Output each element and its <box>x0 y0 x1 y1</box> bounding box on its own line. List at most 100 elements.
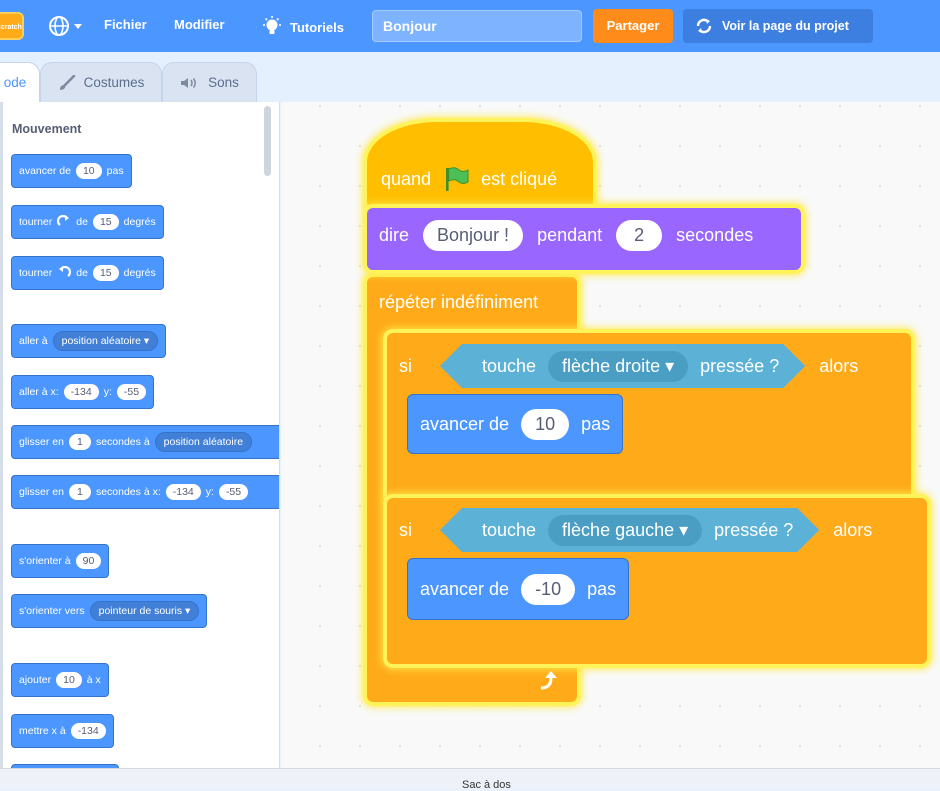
see-project-label: Voir la page du projet <box>722 19 849 33</box>
block-text: glisser en <box>19 486 64 498</box>
say-content: dire Bonjour ! pendant 2 secondes <box>379 220 753 251</box>
block-text: y: <box>103 386 112 398</box>
block-text: de <box>76 216 88 228</box>
tutorials-label: Tutoriels <box>290 19 344 35</box>
share-button[interactable]: Partager <box>593 9 673 43</box>
key-label: touche <box>482 519 537 540</box>
block-dropdown[interactable]: pointeur de souris ▾ <box>89 601 200 621</box>
hat-block[interactable] <box>367 122 593 208</box>
palette-scrollbar[interactable] <box>264 106 271 176</box>
see-project-page-button[interactable]: Voir la page du projet <box>683 9 873 43</box>
block-input[interactable]: 10 <box>56 672 82 688</box>
block-input[interactable]: 90 <box>75 553 102 569</box>
say-during-label: pendant <box>537 225 603 245</box>
block-text: degrés <box>123 267 156 279</box>
block-text: ajouter <box>19 674 52 686</box>
block-text: de <box>76 267 88 279</box>
block-input[interactable]: -134 <box>63 384 99 400</box>
key-dropdown[interactable]: flèche droite ▾ <box>548 351 688 382</box>
move-block-left[interactable]: avancer de -10 pas <box>407 558 630 620</box>
speaker-icon <box>181 77 197 88</box>
say-seconds-input[interactable]: 2 <box>616 220 663 251</box>
if1-header: si touche flèche droite ▾ pressée ? alor… <box>399 344 858 388</box>
block-text: s'orienter vers <box>19 605 85 617</box>
block-dropdown[interactable]: position aléatoire ▾ <box>52 331 159 351</box>
block-input[interactable]: -55 <box>218 484 249 500</box>
tab-code-label: ode <box>3 75 27 90</box>
block-set-x[interactable]: mettre x à -134 <box>11 714 114 748</box>
rotate-left-icon <box>59 266 72 277</box>
language-menu[interactable] <box>48 15 86 37</box>
key-dropdown[interactable]: flèche gauche ▾ <box>548 515 702 546</box>
block-text: secondes à <box>95 436 150 448</box>
tab-costumes-label: Costumes <box>83 75 145 90</box>
brush-icon <box>59 74 75 90</box>
block-point-direction[interactable]: s'orienter à 90 <box>11 544 110 578</box>
block-input[interactable]: 1 <box>68 434 91 450</box>
block-glide-xy[interactable]: glisser en 1 secondes à x: -134 y: -55 <box>11 475 279 509</box>
edit-menu[interactable]: Modifier <box>174 17 225 32</box>
say-message-input[interactable]: Bonjour ! <box>423 220 524 251</box>
block-dropdown[interactable]: position aléatoire <box>154 432 253 452</box>
block-input[interactable]: 1 <box>68 484 91 500</box>
block-input[interactable]: -55 <box>116 384 147 400</box>
if2-label: si <box>399 519 412 540</box>
move-block-right[interactable]: avancer de 10 pas <box>407 394 624 454</box>
block-text: mettre x à <box>19 725 66 737</box>
file-menu[interactable]: Fichier <box>104 17 147 32</box>
tab-sounds[interactable]: Sons <box>162 62 257 102</box>
block-turn-right[interactable]: tourner de 15 degrés <box>11 205 164 239</box>
code-workspace[interactable]: quand est cliqué dire Bonjour ! pendant … <box>281 102 940 768</box>
menu-bar: Scratch Fichier Modifier Tutoriels Bonjo… <box>0 0 940 52</box>
tab-sounds-label: Sons <box>208 75 239 90</box>
hat-clicked-text: est cliqué <box>481 168 558 189</box>
block-goto-xy[interactable]: aller à x: -134 y: -55 <box>11 375 155 409</box>
block-text: glisser en <box>19 436 64 448</box>
category-strip <box>0 102 3 768</box>
chevron-down-icon <box>74 24 82 29</box>
tutorials-button[interactable]: Tutoriels <box>262 14 344 40</box>
block-turn-left[interactable]: tourner de 15 degrés <box>11 256 164 290</box>
scratch-logo[interactable]: Scratch <box>0 12 24 40</box>
backpack-bar[interactable]: Sac à dos <box>0 768 940 791</box>
lightbulb-icon <box>263 16 281 34</box>
block-text: y: <box>205 486 214 498</box>
block-text: aller à x: <box>19 386 59 398</box>
move-steps-input[interactable]: -10 <box>521 573 576 605</box>
green-flag-icon <box>446 167 469 191</box>
forever-label: répéter indéfiniment <box>379 292 539 312</box>
block-text: pas <box>106 165 124 177</box>
move-unit: pas <box>581 413 611 434</box>
move-label: avancer de <box>420 413 510 434</box>
block-partial[interactable] <box>11 764 119 768</box>
block-text: s'orienter à <box>19 555 71 567</box>
key-pressed-condition[interactable]: touche flèche gauche ▾ pressée ? <box>440 508 819 552</box>
block-input[interactable]: 15 <box>92 265 119 281</box>
move-unit: pas <box>587 578 617 599</box>
block-change-x[interactable]: ajouter 10 à x <box>11 663 109 697</box>
editor-tabs: ode Costumes Sons <box>0 52 940 102</box>
block-goto[interactable]: aller à position aléatoire ▾ <box>11 324 167 358</box>
project-title-input[interactable]: Bonjour <box>372 10 582 42</box>
move-steps-input[interactable]: 10 <box>521 408 570 440</box>
rotate-right-icon <box>57 215 70 226</box>
block-input[interactable]: 15 <box>92 214 119 230</box>
block-input[interactable]: -134 <box>165 484 201 500</box>
block-input[interactable]: 10 <box>75 163 102 179</box>
loop-arrow-icon <box>540 671 557 690</box>
tab-costumes[interactable]: Costumes <box>40 62 162 102</box>
block-move-steps[interactable]: avancer de 10 pas <box>11 154 132 188</box>
block-glide-to[interactable]: glisser en 1 secondes à position aléatoi… <box>11 425 279 459</box>
hat-content: quand est cliqué <box>381 166 557 192</box>
tab-code[interactable]: ode <box>0 62 40 102</box>
block-text: avancer de <box>19 165 71 177</box>
block-text: tourner <box>19 216 53 228</box>
then-label: alors <box>819 355 859 376</box>
block-input[interactable]: -134 <box>70 723 106 739</box>
project-page-icon <box>696 18 712 34</box>
pressed-label: pressée ? <box>700 355 780 376</box>
backpack-label: Sac à dos <box>462 779 511 791</box>
block-point-towards[interactable]: s'orienter vers pointeur de souris ▾ <box>11 594 208 628</box>
if2-header: si touche flèche gauche ▾ pressée ? alor… <box>399 508 872 552</box>
key-pressed-condition[interactable]: touche flèche droite ▾ pressée ? <box>440 344 805 388</box>
